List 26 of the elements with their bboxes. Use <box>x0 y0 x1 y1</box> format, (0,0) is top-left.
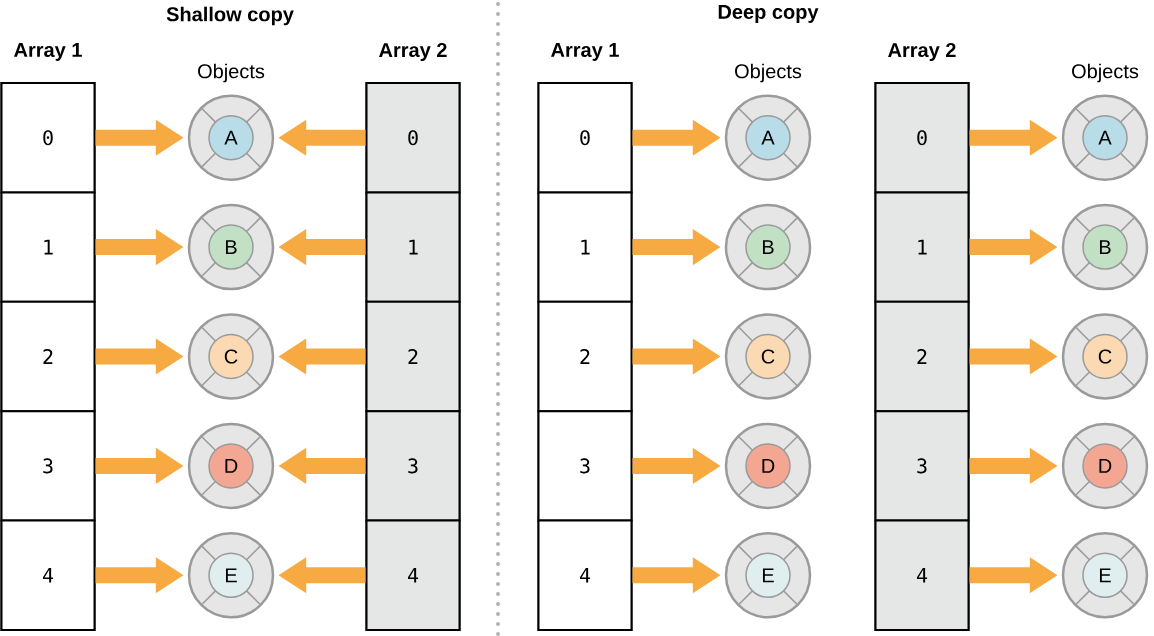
array-cell: 1 <box>0 191 96 303</box>
node-label: Array 1 <box>14 43 82 61</box>
node-label: Array 2 <box>379 42 447 62</box>
array-cell: 3 <box>0 410 96 522</box>
array-cell: 0 <box>365 82 461 194</box>
node-label: Array 1 <box>551 43 619 61</box>
panel-title: Deep copy <box>718 5 819 23</box>
array-cell: 1 <box>874 191 970 303</box>
array-cell: 2 <box>537 300 633 413</box>
node-label: Array 2 <box>888 42 956 62</box>
array-cell: 4 <box>0 519 96 631</box>
array-cell: 1 <box>537 191 633 303</box>
panel-title: Shallow copy <box>166 6 294 26</box>
array-cell: 0 <box>537 82 633 194</box>
array-cell: 3 <box>537 410 633 522</box>
array-cell: 3 <box>365 410 461 522</box>
array-cell: 0 <box>874 82 970 194</box>
array-cell: 3 <box>874 410 970 522</box>
array-cell: 4 <box>537 519 633 631</box>
array-cell: 4 <box>874 519 970 631</box>
array-cell: 2 <box>365 300 461 413</box>
array-cell: 1 <box>365 191 461 303</box>
array-cell: 2 <box>874 300 970 413</box>
array-cell: 2 <box>0 300 96 413</box>
array-cell: 0 <box>0 82 96 194</box>
array-cell: 4 <box>365 519 461 631</box>
